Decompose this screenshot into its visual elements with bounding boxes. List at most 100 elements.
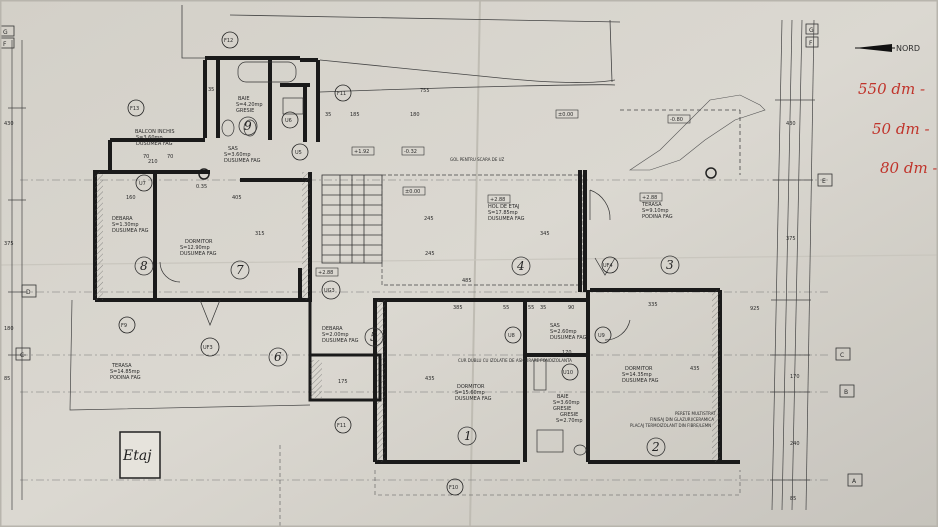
left-dim-85: 85 — [4, 376, 10, 382]
room-sas2-name: SAS — [550, 323, 560, 329]
room-sas1-floor: DUSUMEA FAG — [224, 158, 261, 164]
grid-letter-left-g: G — [3, 29, 8, 36]
right-dimension-lines — [770, 19, 815, 511]
dim-35a: 35 — [208, 87, 214, 93]
room-dormitor2-floor: DUSUMEA FAG — [622, 378, 659, 384]
room-sas1-name: SAS — [228, 146, 238, 152]
dim-335: 335 — [648, 302, 658, 308]
etaj-label: Etaj — [122, 448, 152, 464]
wall-hatch-dormitor2 — [712, 290, 720, 462]
tag-f12: F12 — [224, 38, 233, 44]
dim-925: 925 — [750, 306, 760, 312]
tag-uf3: UF3 — [203, 345, 213, 351]
room-baie2-floor: GRESIE — [553, 406, 571, 412]
dim-55b: 55 — [528, 305, 534, 311]
dim-245a: 245 — [424, 216, 434, 222]
room-number-6: 6 — [274, 350, 282, 364]
grid-letter-right-f: F — [809, 40, 813, 47]
room-terasa2-floor: PODINA FAG — [110, 375, 141, 381]
tag-f10: F10 — [449, 485, 458, 491]
room-hol-name: HOL DE ETAJ — [488, 204, 519, 210]
circle-markers — [118, 31, 619, 496]
note-double-wall: CUR DUBLU CU IZOLATIE DE ASIGURARE FONOI… — [458, 358, 572, 363]
dimension-texts: 755 185 180 35 35 405 160 210 70 70 35 9… — [126, 87, 760, 385]
level-6: -0.80 — [670, 117, 683, 123]
room-debara1-area: S=1.30mp — [112, 222, 139, 228]
grid-letter-right-g: G — [809, 27, 814, 34]
tag-u10: U10 — [563, 370, 573, 376]
note-stair-void: GOL PENTRU SCARA DE UZ — [450, 157, 505, 162]
grid-letter-right-e: E — [822, 178, 826, 185]
door-swings — [159, 189, 631, 341]
right-dim-375: 375 — [786, 236, 796, 242]
dim-345: 345 — [540, 231, 550, 237]
room-terasa1-name: TERASA — [641, 202, 662, 208]
dim-175: 175 — [338, 379, 348, 385]
tag-u8: U8 — [508, 333, 515, 339]
tag-u9: U9 — [598, 333, 605, 339]
right-dim-170: 170 — [790, 374, 800, 380]
terrain-sketch — [629, 94, 766, 171]
room-number-9: 9 — [244, 119, 252, 133]
room-debara2-floor: DUSUMEA FAG — [322, 338, 359, 344]
room-balcon-name: BALCON INCHIS — [135, 129, 175, 135]
tag-uf4: UF4 — [603, 263, 613, 269]
dim-180: 180 — [410, 112, 420, 118]
level-4: +2.88 — [490, 197, 505, 203]
room-sas2-area: S=2.60mp — [550, 329, 577, 335]
dim-90: 90 — [568, 305, 574, 311]
room-dormitor8-name: DORMITOR — [185, 239, 213, 245]
room-hol-area: S=17.85mp — [488, 210, 518, 216]
level-2: -0.32 — [404, 149, 417, 155]
terrace-outline — [69, 299, 311, 411]
staircase — [321, 174, 383, 264]
dim-35b: 35 — [325, 112, 331, 118]
dim-70b: 70 — [167, 154, 173, 160]
dim-435b: 435 — [690, 366, 700, 372]
room-number-1: 1 — [464, 429, 472, 443]
level-3: ±0.00 — [405, 189, 420, 195]
grid-letter-left-f: F — [3, 41, 7, 48]
wall-hatch-right — [302, 172, 310, 300]
room-terasa1-floor: PODINA FAG — [642, 214, 673, 220]
handwritten-note-2: 50 dm - — [872, 120, 930, 138]
room-baie2-area: S=3.60mp — [553, 400, 580, 406]
room-numbers: 8 7 6 5 4 3 1 2 9 — [134, 116, 680, 457]
room-terasa2-name: TERASA — [111, 363, 132, 369]
north-label: NORD — [896, 44, 920, 53]
room-balcon-floor: DUSUMEA FAG — [136, 141, 173, 147]
grid-letter-right-b: B — [844, 389, 848, 396]
right-dim-240: 240 — [790, 441, 800, 447]
dim-385: 385 — [453, 305, 463, 311]
level-markers: +1.92 -0.32 ±0.00 +2.88 ±0.00 -0.80 +2.8… — [315, 109, 691, 277]
note-multilayer: PERETE MULTISTRAT — [675, 411, 716, 416]
dim-160: 160 — [126, 195, 136, 201]
paper-fold — [469, 0, 481, 527]
note-insulation: PLACAJ TERMOIZOLANT DIN FIBRE/LEMN — [630, 423, 711, 428]
room-sas1-area: S=3.60mp — [224, 152, 251, 158]
dim-245b: 245 — [425, 251, 435, 257]
handwritten-notes: 550 dm - 50 dm - 80 dm - — [858, 80, 938, 177]
grid-letter-left-c: C — [20, 352, 24, 359]
tag-f11-bottom: F11 — [337, 423, 346, 429]
room-dormitor2-name: DORMITOR — [625, 366, 653, 372]
grid-labels-left: G F D C — [0, 25, 37, 361]
tag-u7: U7 — [139, 181, 146, 187]
dim-485: 485 — [462, 278, 472, 284]
room-terasa1-area: S=9.10mp — [642, 208, 669, 214]
grid-letter-right-a: A — [852, 478, 857, 485]
tag-f13: F13 — [130, 106, 139, 112]
bathroom-fixtures — [221, 61, 587, 456]
downpipe-right — [705, 167, 717, 179]
room-dormitor8-floor: DUSUMEA FAG — [180, 251, 217, 257]
room-debara2-name: DEBARA — [322, 326, 343, 332]
left-dim-375: 375 — [4, 241, 14, 247]
handwritten-note-1: 550 dm - — [858, 80, 925, 98]
room-debara1-floor: DUSUMEA FAG — [112, 228, 149, 234]
left-dimension-lines — [8, 40, 26, 510]
left-dim-180: 180 — [4, 326, 14, 332]
room-number-2: 2 — [651, 440, 660, 454]
room-dormitor2-area: S=14.35mp — [622, 372, 652, 378]
dim-170: 170 — [562, 350, 572, 356]
